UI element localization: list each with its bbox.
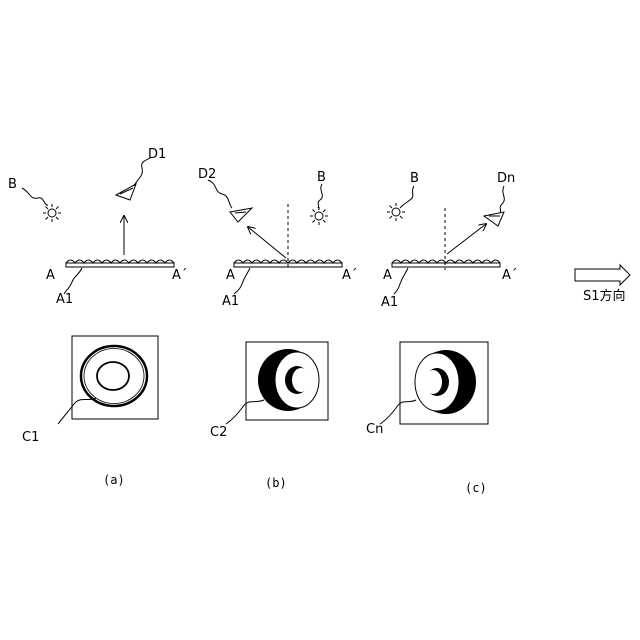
reflection-arrow [248,227,286,258]
ring-label: Cn [366,422,383,437]
panel-caption: (b) [265,476,287,490]
panel-a: B D1 A A´ A1 C1 (a) [8,147,187,487]
panel-caption: (c) [465,481,487,495]
direction-arrow-icon [575,265,630,285]
end-label-a: A [383,268,392,283]
sample-surface [392,260,500,267]
surface-label: A1 [381,295,398,310]
ring-leader-line [380,400,416,424]
detector-label: D2 [198,167,216,182]
end-label-a-prime: A´ [172,268,187,283]
ring-label: C2 [210,425,227,440]
detector-icon [230,208,252,222]
surface-label: A1 [222,294,239,309]
ring-label: C1 [22,430,39,445]
ring-image [258,349,319,411]
end-label-a-prime: A´ [342,268,357,283]
direction-label: S1方向 [583,288,626,304]
detector-icon [484,212,504,226]
ring-leader-line [58,398,96,424]
detector-leader-line [500,186,504,213]
light-source-icon [43,204,61,222]
light-source-icon [310,207,328,225]
detector-icon [116,184,136,200]
detector-label: D1 [148,147,166,162]
source-leader-line [318,184,322,208]
source-leader-line [402,186,414,206]
end-label-a-prime: A´ [502,268,517,283]
surface-leader-line [394,268,408,294]
sample-surface [66,260,174,267]
reflection-arrow [447,224,486,254]
surface-leader-line [234,268,250,294]
detector-leader-line [134,158,150,186]
source-label: B [410,171,419,186]
detector-leader-line [208,180,232,208]
panel-c: B Dn A A´ A1 Cn (c) [366,171,517,495]
surface-leader-line [64,268,82,294]
detector-label: Dn [497,171,515,186]
ring-image [81,346,147,406]
source-label: B [8,177,17,192]
surface-label: A1 [56,292,73,307]
panel-b: D2 B A A´ A1 [198,167,357,490]
end-label-a: A [46,268,55,283]
panel-caption: (a) [103,473,125,487]
source-leader-line [22,188,48,205]
end-label-a: A [226,268,235,283]
ring-image [415,350,476,414]
source-label: B [317,170,326,185]
